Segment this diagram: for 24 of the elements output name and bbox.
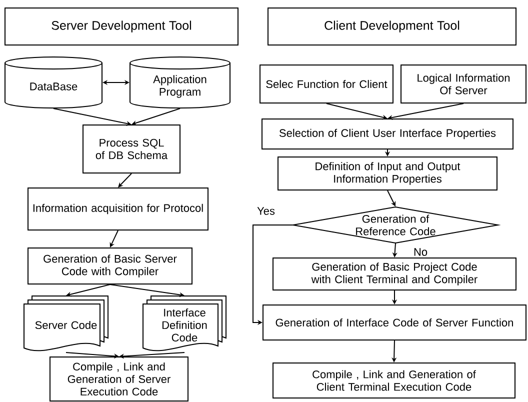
process-box: Process SQL of DB Schema: [82, 124, 180, 174]
process-box: Generation of Basic Server Code with Compiler: [28, 248, 192, 284]
process-box: Definition of Input and Output Information Properties: [278, 156, 498, 190]
process-box: Selection of Client User Interface Properties: [262, 118, 514, 150]
edge-label: Yes: [256, 206, 276, 216]
process-box: Logical Information Of Server: [400, 64, 526, 104]
arrow: [387, 190, 396, 206]
document-stack: Interface Definition Code: [142, 296, 226, 352]
process-box: Generation of Basic Project Code with Client Terminal and Compiler: [272, 258, 516, 290]
document-stack: Server Code: [24, 296, 108, 352]
node-label: DataBase: [30, 82, 78, 90]
title-box: Server Development Tool: [4, 8, 238, 46]
process-box: Compile , Link and Generation of Client Terminal Execution Code: [272, 362, 516, 398]
process-box: Generation of Interface Code of Server Function: [262, 304, 526, 340]
storage-cylinder: Application Program: [130, 56, 230, 108]
process-box: Information acquisition for Protocol: [28, 188, 208, 230]
process-box: Compile , Link and Generation of Server Execution Code: [50, 356, 188, 402]
process-box: Selec Function for Client: [260, 64, 394, 104]
arrow: [118, 173, 132, 188]
node-label: Application Program: [153, 75, 206, 98]
database-cylinder: DataBase: [4, 56, 102, 108]
title-box: Client Development Tool: [268, 8, 516, 46]
edge-label: No: [412, 247, 429, 257]
arrow: [110, 230, 118, 248]
